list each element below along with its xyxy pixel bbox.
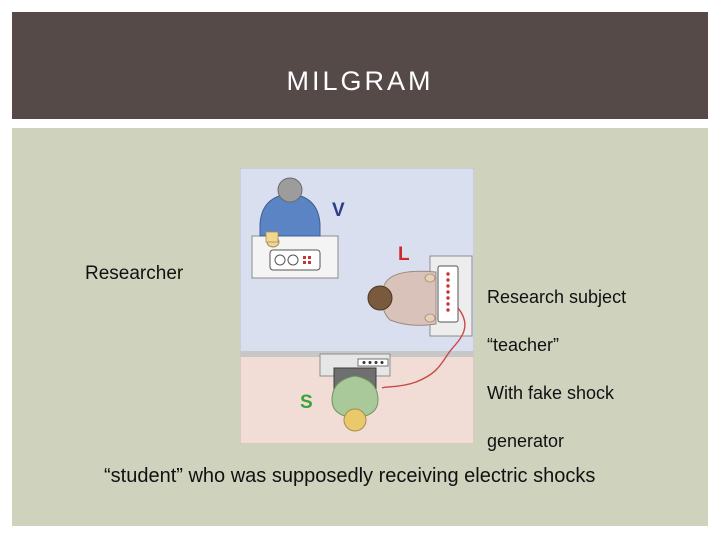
answer-button <box>362 361 366 364</box>
answer-button <box>368 361 372 364</box>
electrode-wire <box>381 307 466 389</box>
subject-label-line1: Research subject <box>487 287 627 307</box>
subject-label-line2: “teacher” <box>487 335 560 355</box>
recorder-device <box>269 249 321 271</box>
recorder-button <box>308 256 311 259</box>
researcher-label: Researcher <box>85 263 184 284</box>
milgram-experiment-diagram: V L S <box>240 168 474 444</box>
recorder-button <box>303 256 306 259</box>
answer-button <box>374 361 378 364</box>
student-label: “student” who was supposedly receiving e… <box>104 465 596 487</box>
marker-l: L <box>398 244 410 265</box>
teacher-head <box>367 285 393 311</box>
shock-switch <box>446 302 450 306</box>
answer-box-icon <box>357 358 389 367</box>
shock-switch <box>446 308 450 312</box>
slide-title: MILGRAM <box>286 66 434 96</box>
shock-generator-icon <box>437 265 459 323</box>
shock-switch <box>446 290 450 294</box>
marker-s: S <box>300 392 313 413</box>
marker-v: V <box>332 200 345 221</box>
recorder-button <box>308 261 311 264</box>
subject-label-line4: generator <box>487 431 565 451</box>
shock-switch <box>446 296 450 300</box>
shock-switch <box>446 272 450 276</box>
subject-label-block: Research subject “teacher” With fake sho… <box>487 261 626 477</box>
recorder-button <box>303 261 306 264</box>
teacher-hand <box>424 313 436 323</box>
student-head <box>343 408 367 432</box>
teacher-hand <box>424 273 436 283</box>
answer-button <box>380 361 384 364</box>
subject-label-line3: With fake shock <box>487 383 615 403</box>
slide-header: MILGRAM <box>12 12 708 119</box>
shock-switch <box>446 278 450 282</box>
clipboard-icon <box>265 231 279 243</box>
recorder-reel-icon <box>274 254 286 266</box>
recorder-reel-icon <box>287 254 299 266</box>
student-torso <box>331 375 379 419</box>
researcher-head <box>277 177 303 203</box>
shock-switch <box>446 284 450 288</box>
